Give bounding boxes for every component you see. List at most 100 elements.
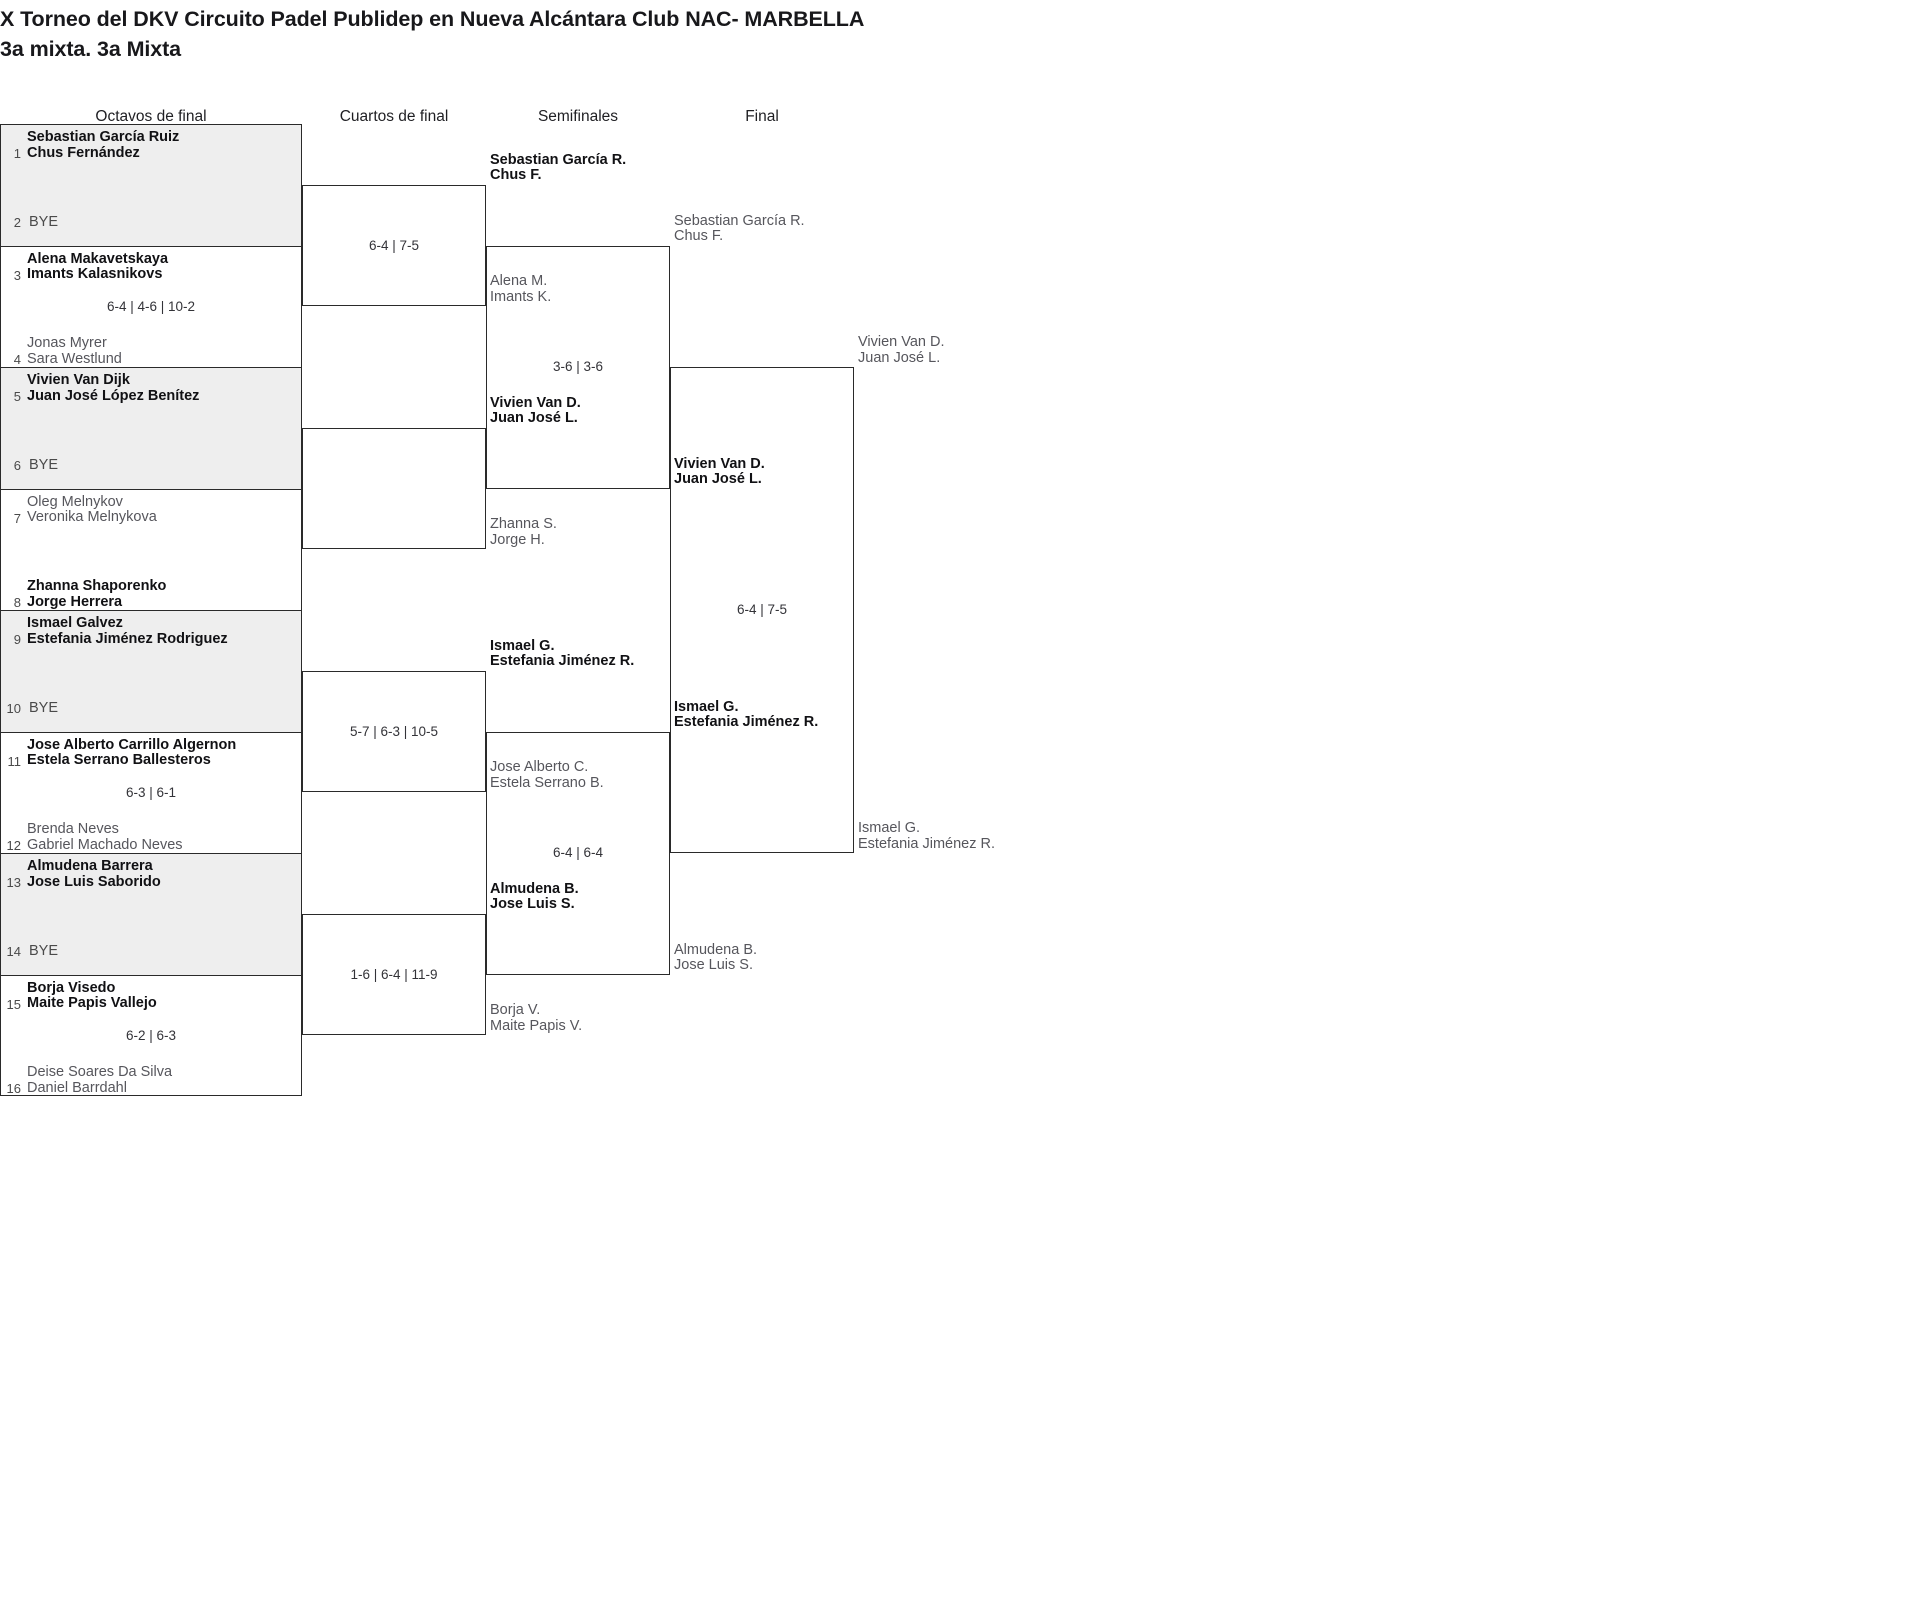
r2-match-2-bottom-player-2: Jorge H. — [490, 531, 545, 548]
r3-match-1-top-team: Sebastian García R.Chus F. — [674, 212, 805, 245]
seed-number: 15 — [6, 996, 21, 1012]
seed-number: 8 — [13, 595, 21, 610]
r2-match-4-bottom-team: Borja V.Maite Papis V. — [490, 1003, 582, 1034]
r1-match-8-bottom-team-player-2: Daniel Barrdahl — [27, 1079, 127, 1096]
r3-match-1-connector — [486, 245, 670, 489]
r2-match-4-score: 1-6 | 6-4 | 11-9 — [350, 966, 438, 982]
r1-match-2-top-team-player-2: Imants Kalasnikovs — [27, 266, 163, 283]
r1-match-4-top-team-player-2: Veronika Melnykova — [27, 509, 157, 526]
r1-match-1-bye-label: BYE — [29, 213, 59, 230]
round-header-semifinales: Semifinales — [537, 108, 619, 125]
r3-match-1-top-player-1: Sebastian García R. — [674, 212, 805, 229]
round-header-octavos: Octavos de final — [95, 108, 207, 125]
tournament-title-line-2: 3a mixta. 3a Mixta — [0, 37, 182, 61]
r1-match-4-top-team-player-1: Oleg Melnykov — [27, 493, 123, 510]
r1-match-8-bottom-team-player-1: Deise Soares Da Silva — [27, 1064, 173, 1080]
r2-match-3-bottom-player-1: Jose Alberto C. — [490, 759, 589, 776]
r1-match-7-bottom-slot[interactable]: 14 BYE — [1, 942, 301, 960]
r2-match-1-top-team: Sebastian García R.Chus F. — [490, 152, 626, 184]
r1-match-8-top-team-player-1: Borja Visedo — [27, 979, 116, 996]
r2-match-4-connector — [302, 913, 486, 1036]
r1-match-7-top-team-player-2: Jose Luis Saborido — [27, 873, 161, 890]
r4-match-1-connector — [670, 367, 854, 853]
r2-match-2-connector — [302, 427, 486, 550]
r3-match-1-score: 3-6 | 3-6 — [552, 359, 604, 374]
r3-match-1-bottom-player-2: Juan José L. — [674, 471, 762, 488]
r1-match-7-top-team-player-1: Almudena Barrera — [27, 858, 153, 874]
r1-match-2-bottom-team-player-2: Sara Westlund — [27, 350, 122, 367]
r2-match-4-top-player-2: Jose Luis S. — [490, 896, 575, 913]
r2-match-2-bottom-player-1: Zhanna S. — [490, 516, 557, 533]
r1-match-6-top-team-player-1: Jose Alberto Carrillo Algernon — [27, 736, 237, 753]
r1-match-4-bottom-team-player-1: Zhanna Shaporenko — [27, 578, 167, 594]
r1-match-2-score: 6-4 | 4-6 | 10-2 — [106, 299, 196, 315]
r1-match-1-bottom-slot[interactable]: 2 BYE — [1, 213, 301, 231]
r2-match-1-bottom-team: Alena M.Imants K. — [490, 274, 551, 305]
r4-match-1-top-team: Vivien Van D.Juan José L. — [858, 334, 945, 366]
r3-match-2-bottom-player-1: Almudena B. — [674, 941, 758, 958]
r2-match-1-top-player-2: Chus F. — [490, 167, 542, 184]
r3-match-1-top-player-2: Chus F. — [674, 228, 724, 245]
seed-number: 16 — [6, 1081, 21, 1096]
r3-match-1-bottom-team: Vivien Van D.Juan José L. — [674, 456, 765, 488]
r2-match-2-top-player-2: Juan José L. — [490, 410, 578, 427]
seed-number: 14 — [6, 943, 21, 959]
seed-number: 7 — [13, 510, 21, 526]
r1-match-5-top-team-player-2: Estefania Jiménez Rodriguez — [27, 630, 228, 647]
r2-match-2-bottom-team: Zhanna S.Jorge H. — [490, 517, 557, 548]
r3-match-2-top-team: Ismael G.Estefania Jiménez R. — [674, 699, 818, 731]
r2-match-3-score: 5-7 | 6-3 | 10-5 — [349, 723, 439, 739]
r1-match-3-top-team-player-2: Juan José López Benítez — [27, 387, 200, 404]
r4-match-1-top-player-1: Vivien Van D. — [858, 334, 945, 350]
r4-match-1-bottom-player-2: Estefania Jiménez R. — [858, 835, 996, 852]
r2-match-3-top-team: Ismael G.Estefania Jiménez R. — [490, 638, 634, 670]
page-title: X Torneo del DKV Circuito Padel Publidep… — [0, 4, 1400, 64]
r3-match-2-bottom-team: Almudena B.Jose Luis S. — [674, 941, 758, 974]
r1-match-2-top-team-player-1: Alena Makavetskaya — [27, 250, 169, 267]
r1-match-1-top-team-player-2: Chus Fernández — [27, 144, 140, 161]
seed-number: 2 — [13, 214, 21, 230]
r2-match-2-top-team: Vivien Van D.Juan José L. — [490, 395, 581, 427]
seed-number: 5 — [13, 389, 21, 404]
round-header-cuartos: Cuartos de final — [339, 108, 449, 125]
seed-number: 10 — [6, 700, 21, 716]
r1-match-7-bye-label: BYE — [29, 942, 59, 959]
seed-number: 11 — [7, 753, 22, 769]
r2-match-1-score: 6-4 | 7-5 — [368, 237, 420, 253]
r1-match-6-bottom-team-player-2: Gabriel Machado Neves — [27, 836, 183, 853]
r2-match-4-top-team: Almudena B.Jose Luis S. — [490, 881, 579, 913]
r1-match-2-bottom-team-player-1: Jonas Myrer — [27, 335, 107, 351]
r1-match-8-score: 6-2 | 6-3 — [125, 1028, 177, 1044]
